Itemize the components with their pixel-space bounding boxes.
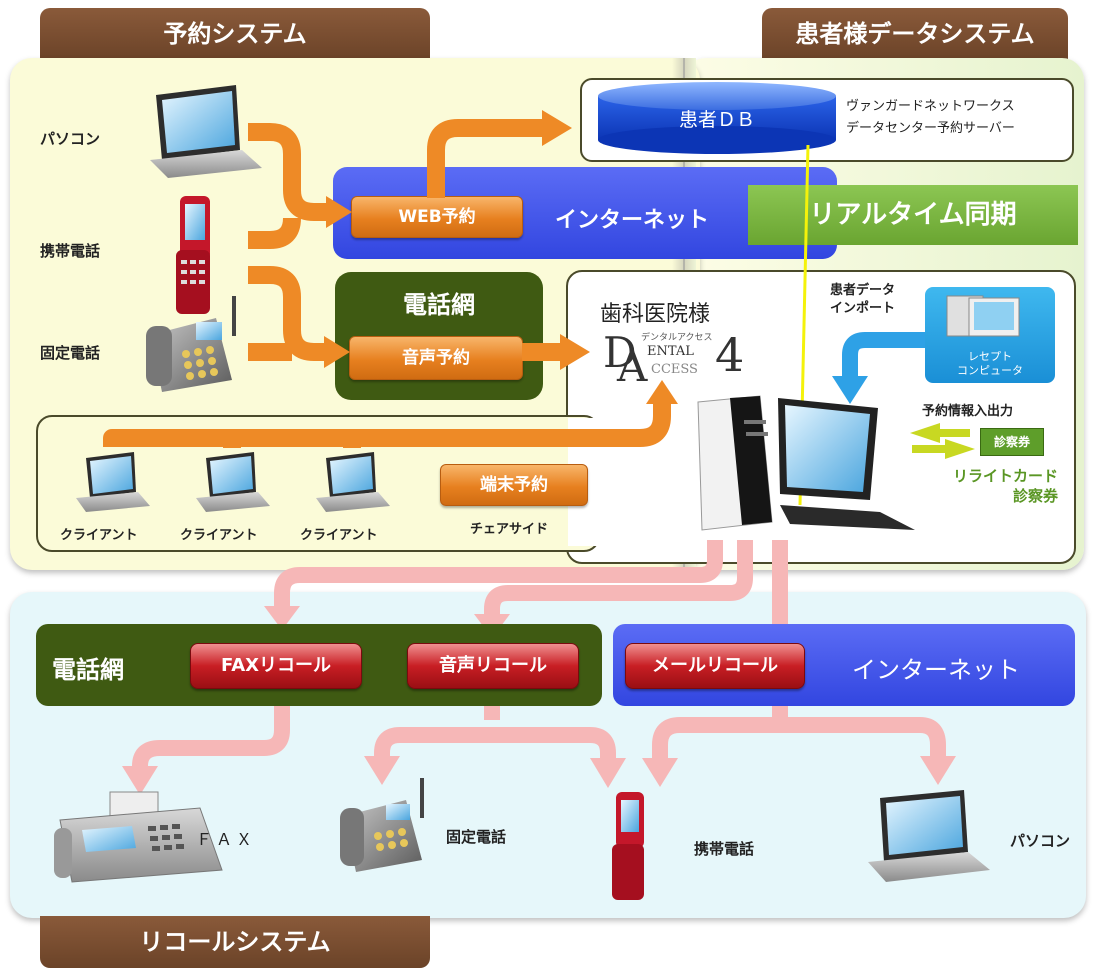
client-label-2: クライアント — [180, 528, 258, 543]
import-label: 患者データ インポート — [830, 282, 895, 318]
mobile-phone-icon-top — [176, 196, 210, 314]
card-line2: 診察券 — [1012, 487, 1058, 505]
client-label-1: クライアント — [60, 528, 138, 543]
terminal-reservation-button[interactable]: 端末予約 — [440, 464, 588, 506]
recall-internet-label: インターネット — [852, 656, 1020, 684]
receipt-monitor-icon — [946, 295, 1020, 337]
card-line1: リライトカード — [952, 467, 1058, 485]
pink-arrows — [132, 540, 946, 774]
landline-label: 固定電話 — [40, 344, 101, 362]
client-label-3: クライアント — [300, 528, 378, 543]
dental-access-logo: デンタルアクセス D A ENTAL CCESS 4 — [603, 330, 763, 390]
phone-network-label: 電話網 — [403, 291, 475, 319]
pc-label: パソコン — [40, 130, 101, 148]
orange-arrows — [103, 119, 671, 448]
import-line1: 患者データ — [830, 283, 896, 298]
import-line2: インポート — [830, 301, 896, 316]
clinic-title: 歯科医院様 — [600, 302, 711, 327]
client-laptop-icon-1 — [76, 452, 150, 512]
voice-recall-button[interactable]: 音声リコール — [407, 643, 579, 689]
server-caption-line2: データセンター予約サーバー — [846, 121, 1015, 136]
rewritable-card-label: リライトカード 診察券 — [922, 466, 1058, 506]
recall-landline-label: 固定電話 — [446, 828, 507, 846]
receipt-line1: レセプト — [968, 350, 1012, 363]
logo-a: A — [617, 342, 648, 391]
recall-phone-network-label: 電話網 — [52, 656, 124, 684]
tab-recall-system: リコールシステム — [40, 916, 430, 968]
internet-label: インターネット — [555, 208, 710, 233]
client-laptop-icon-2 — [196, 452, 270, 512]
realtime-sync-label: リアルタイム同期 — [748, 185, 1078, 245]
recall-mobile-label: 携帯電話 — [694, 840, 755, 858]
logo-da: D — [603, 328, 637, 377]
laptop-icon-bottom — [868, 790, 990, 882]
io-label: 予約情報入出力 — [922, 404, 1014, 419]
landline-phone-icon-bottom — [340, 778, 424, 872]
receipt-line2: コンピュータ — [957, 364, 1023, 377]
landline-phone-icon-top — [146, 296, 236, 392]
fax-recall-button[interactable]: FAXリコール — [190, 643, 362, 689]
patient-db-label: 患者ＤＢ — [678, 109, 755, 131]
mobile-label: 携帯電話 — [40, 242, 101, 260]
import-arrow — [842, 332, 925, 380]
logo-small-text: デンタルアクセス — [641, 333, 713, 343]
client-laptop-icon-3 — [316, 452, 390, 512]
voice-reservation-button[interactable]: 音声予約 — [349, 336, 523, 380]
logo-number: 4 — [715, 328, 745, 382]
logo-main1: ENTAL — [647, 344, 694, 359]
server-caption-line1: ヴァンガードネットワークス — [846, 99, 1015, 114]
tab-patient-data-system: 患者様データシステム — [762, 8, 1068, 60]
laptop-icon-top — [150, 85, 262, 178]
server-caption: ヴァンガードネットワークス データセンター予約サーバー — [846, 96, 1015, 140]
patient-db-icon — [598, 82, 836, 154]
fax-icon — [54, 791, 223, 883]
receipt-label: レセプト コンピュータ — [925, 350, 1055, 378]
tab-reservation-system: 予約システム — [40, 8, 430, 60]
clinic-computer-icon — [697, 395, 915, 531]
card-badge: 診察券 — [980, 428, 1044, 456]
fax-label: ＦＡＸ — [196, 830, 257, 849]
mail-recall-button[interactable]: メールリコール — [625, 643, 805, 689]
mobile-phone-icon-bottom — [612, 792, 644, 900]
chairside-label: チェアサイド — [470, 522, 549, 537]
recall-pc-label: パソコン — [1010, 832, 1071, 850]
logo-main2: CCESS — [651, 362, 698, 377]
